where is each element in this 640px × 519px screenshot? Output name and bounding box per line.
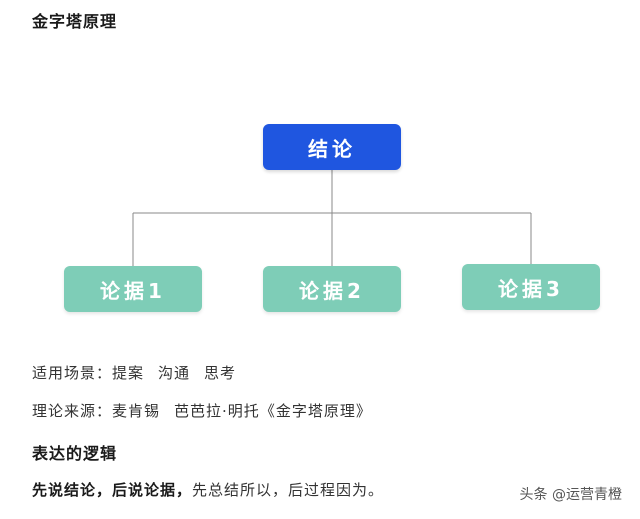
source-author: 芭芭拉·明托: [174, 402, 260, 420]
usage-item: 沟通: [158, 364, 191, 382]
source-author: 麦肯锡: [112, 402, 161, 420]
source-label: 理论来源：: [32, 402, 113, 420]
usage-item: 思考: [204, 364, 237, 382]
source-book: 《金字塔原理》: [259, 402, 372, 420]
logic-heading: 表达的逻辑: [32, 444, 118, 463]
usage-label: 适用场景：: [32, 364, 113, 382]
node-argument-3: 论据3: [462, 264, 600, 310]
node-argument-1: 论据1: [64, 266, 202, 312]
usage-line: 适用场景：提案沟通思考: [32, 362, 236, 383]
page-title: 金字塔原理: [32, 12, 118, 31]
node-argument-2: 论据2: [263, 266, 401, 312]
usage-item: 提案: [112, 364, 145, 382]
node-conclusion: 结论: [263, 124, 401, 170]
logic-summary: 先说结论，后说论据，先总结所以，后过程因为。: [32, 479, 384, 500]
pyramid-diagram: 结论 论据1 论据2 论据3: [64, 124, 600, 312]
logic-bold-argument: 后说论据，: [112, 481, 193, 499]
logic-bold-conclusion: 先说结论，: [32, 481, 113, 499]
watermark: 头条 @运营青橙: [519, 487, 622, 503]
source-line: 理论来源：麦肯锡芭芭拉·明托《金字塔原理》: [32, 400, 372, 421]
logic-rest: 先总结所以，后过程因为。: [192, 481, 385, 499]
connector-lines: [132, 170, 532, 266]
